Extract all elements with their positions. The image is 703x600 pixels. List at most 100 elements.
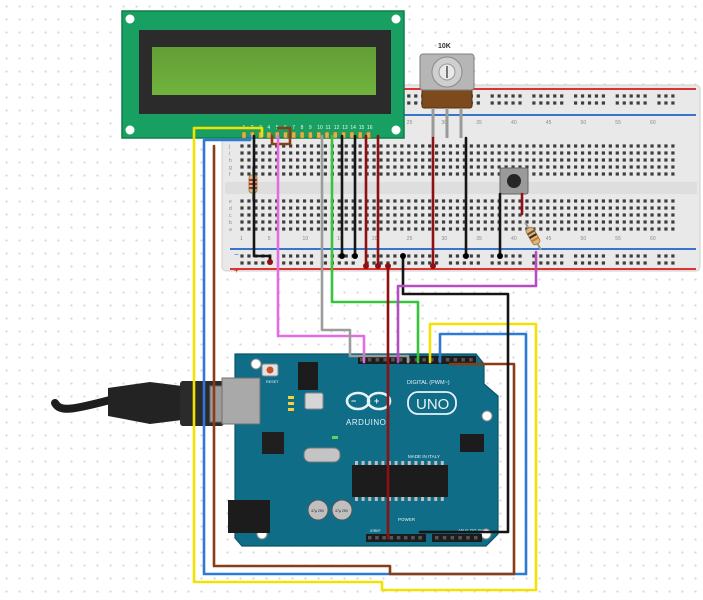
- breadboard-hole: [421, 158, 425, 162]
- breadboard-hole: [435, 213, 439, 217]
- breadboard-hole: [296, 227, 300, 231]
- reset-button-cap: [266, 366, 274, 374]
- breadboard-hole: [511, 165, 515, 169]
- rail-hole: [518, 94, 522, 98]
- breadboard-hole: [643, 206, 647, 210]
- breadboard-hole: [622, 144, 626, 148]
- digital-pin: [399, 358, 403, 362]
- rail-hole: [601, 101, 605, 105]
- arduino-logo: − +: [345, 391, 392, 411]
- chip-pin: [361, 497, 365, 501]
- breadboard-hole: [476, 144, 480, 148]
- breadboard-hole: [462, 213, 466, 217]
- breadboard-hole: [414, 172, 418, 176]
- chip-pin: [388, 461, 391, 465]
- capacitor-label: 47µ 25V: [335, 509, 349, 513]
- breadboard-hole: [316, 199, 321, 203]
- breadboard-hole: [240, 151, 244, 155]
- breadboard-hole: [587, 158, 592, 162]
- rail-hole: [601, 254, 605, 258]
- breadboard-hole: [657, 220, 661, 224]
- push-button: [499, 167, 529, 195]
- breadboard-hole: [435, 199, 439, 203]
- breadboard-hole: [261, 206, 265, 210]
- breadboard-hole: [567, 165, 571, 169]
- rail-hole: [664, 101, 668, 105]
- breadboard-hole: [504, 213, 508, 217]
- breadboard-hole: [587, 165, 592, 169]
- rail-hole: [302, 261, 307, 265]
- breadboard-hole: [539, 144, 543, 148]
- breadboard-hole: [254, 165, 258, 169]
- breadboard-hole: [511, 144, 515, 148]
- breadboard-hole: [587, 151, 592, 155]
- lcd-pin: [333, 131, 338, 139]
- rail-hole: [407, 94, 411, 98]
- breadboard-hole: [636, 151, 640, 155]
- breadboard-hole: [560, 172, 564, 176]
- breadboard-hole: [580, 199, 585, 203]
- breadboard-hole: [407, 172, 411, 176]
- lcd-pin: [308, 131, 313, 139]
- breadboard-hole: [546, 165, 550, 169]
- column-number: 30: [442, 236, 448, 242]
- breadboard-hole: [247, 172, 251, 176]
- breadboard-hole: [455, 220, 460, 224]
- rail-hole: [546, 94, 550, 98]
- chip-pin: [374, 497, 378, 501]
- breadboard-hole: [407, 227, 411, 231]
- lcd-pin: [316, 131, 321, 139]
- breadboard-hole: [441, 172, 446, 176]
- breadboard-hole: [608, 199, 612, 203]
- capacitor: [331, 499, 353, 521]
- rail-hole: [476, 254, 480, 258]
- breadboard-hole: [518, 151, 522, 155]
- rail-hole: [643, 261, 647, 265]
- rail-hole: [504, 254, 508, 258]
- lcd-mount-hole: [125, 125, 135, 135]
- wire-black-gnd-arduino: [401, 254, 510, 534]
- breadboard-hole: [296, 213, 300, 217]
- analog-pin: [450, 536, 455, 540]
- breadboard-hole: [511, 220, 515, 224]
- wire-black-pot: [353, 134, 468, 258]
- arduino-mount-hole: [481, 410, 493, 422]
- breadboard-hole: [448, 206, 453, 210]
- rail-hole: [344, 261, 348, 265]
- rail-hole: [671, 261, 675, 265]
- breadboard-hole: [532, 220, 536, 224]
- rail-hole: [539, 261, 543, 265]
- rail-hole: [518, 254, 522, 258]
- chip-pin: [407, 461, 411, 465]
- rail-hole: [421, 261, 425, 265]
- breadboard-hole: [254, 227, 258, 231]
- analog-pin: [474, 536, 478, 540]
- breadboard-hole: [316, 227, 321, 231]
- rail-hole: [594, 254, 599, 258]
- rail-hole: [622, 94, 626, 98]
- breadboard-hole: [448, 213, 453, 217]
- wire-gray: [320, 134, 410, 364]
- breadboard-hole: [240, 199, 244, 203]
- breadboard-hole: [302, 165, 307, 169]
- breadboard-hole: [323, 172, 327, 176]
- rail-hole: [351, 261, 355, 265]
- breadboard-hole: [421, 220, 425, 224]
- breadboard-hole: [594, 158, 599, 162]
- column-number: 25: [407, 120, 413, 126]
- bottom-rail-blue-line: [230, 248, 696, 250]
- column-number: 45: [546, 120, 552, 126]
- rail-hole: [497, 101, 501, 105]
- breadboard-hole: [240, 220, 244, 224]
- breadboard-hole: [553, 144, 557, 148]
- breadboard-hole: [337, 220, 341, 224]
- breadboard-hole: [414, 206, 418, 210]
- breadboard-hole: [414, 158, 418, 162]
- breadboard-hole: [587, 220, 592, 224]
- breadboard-hole: [261, 172, 265, 176]
- breadboard-hole: [615, 227, 619, 231]
- rail-hole: [532, 101, 536, 105]
- breadboard-hole: [567, 206, 571, 210]
- breadboard-hole: [268, 227, 272, 231]
